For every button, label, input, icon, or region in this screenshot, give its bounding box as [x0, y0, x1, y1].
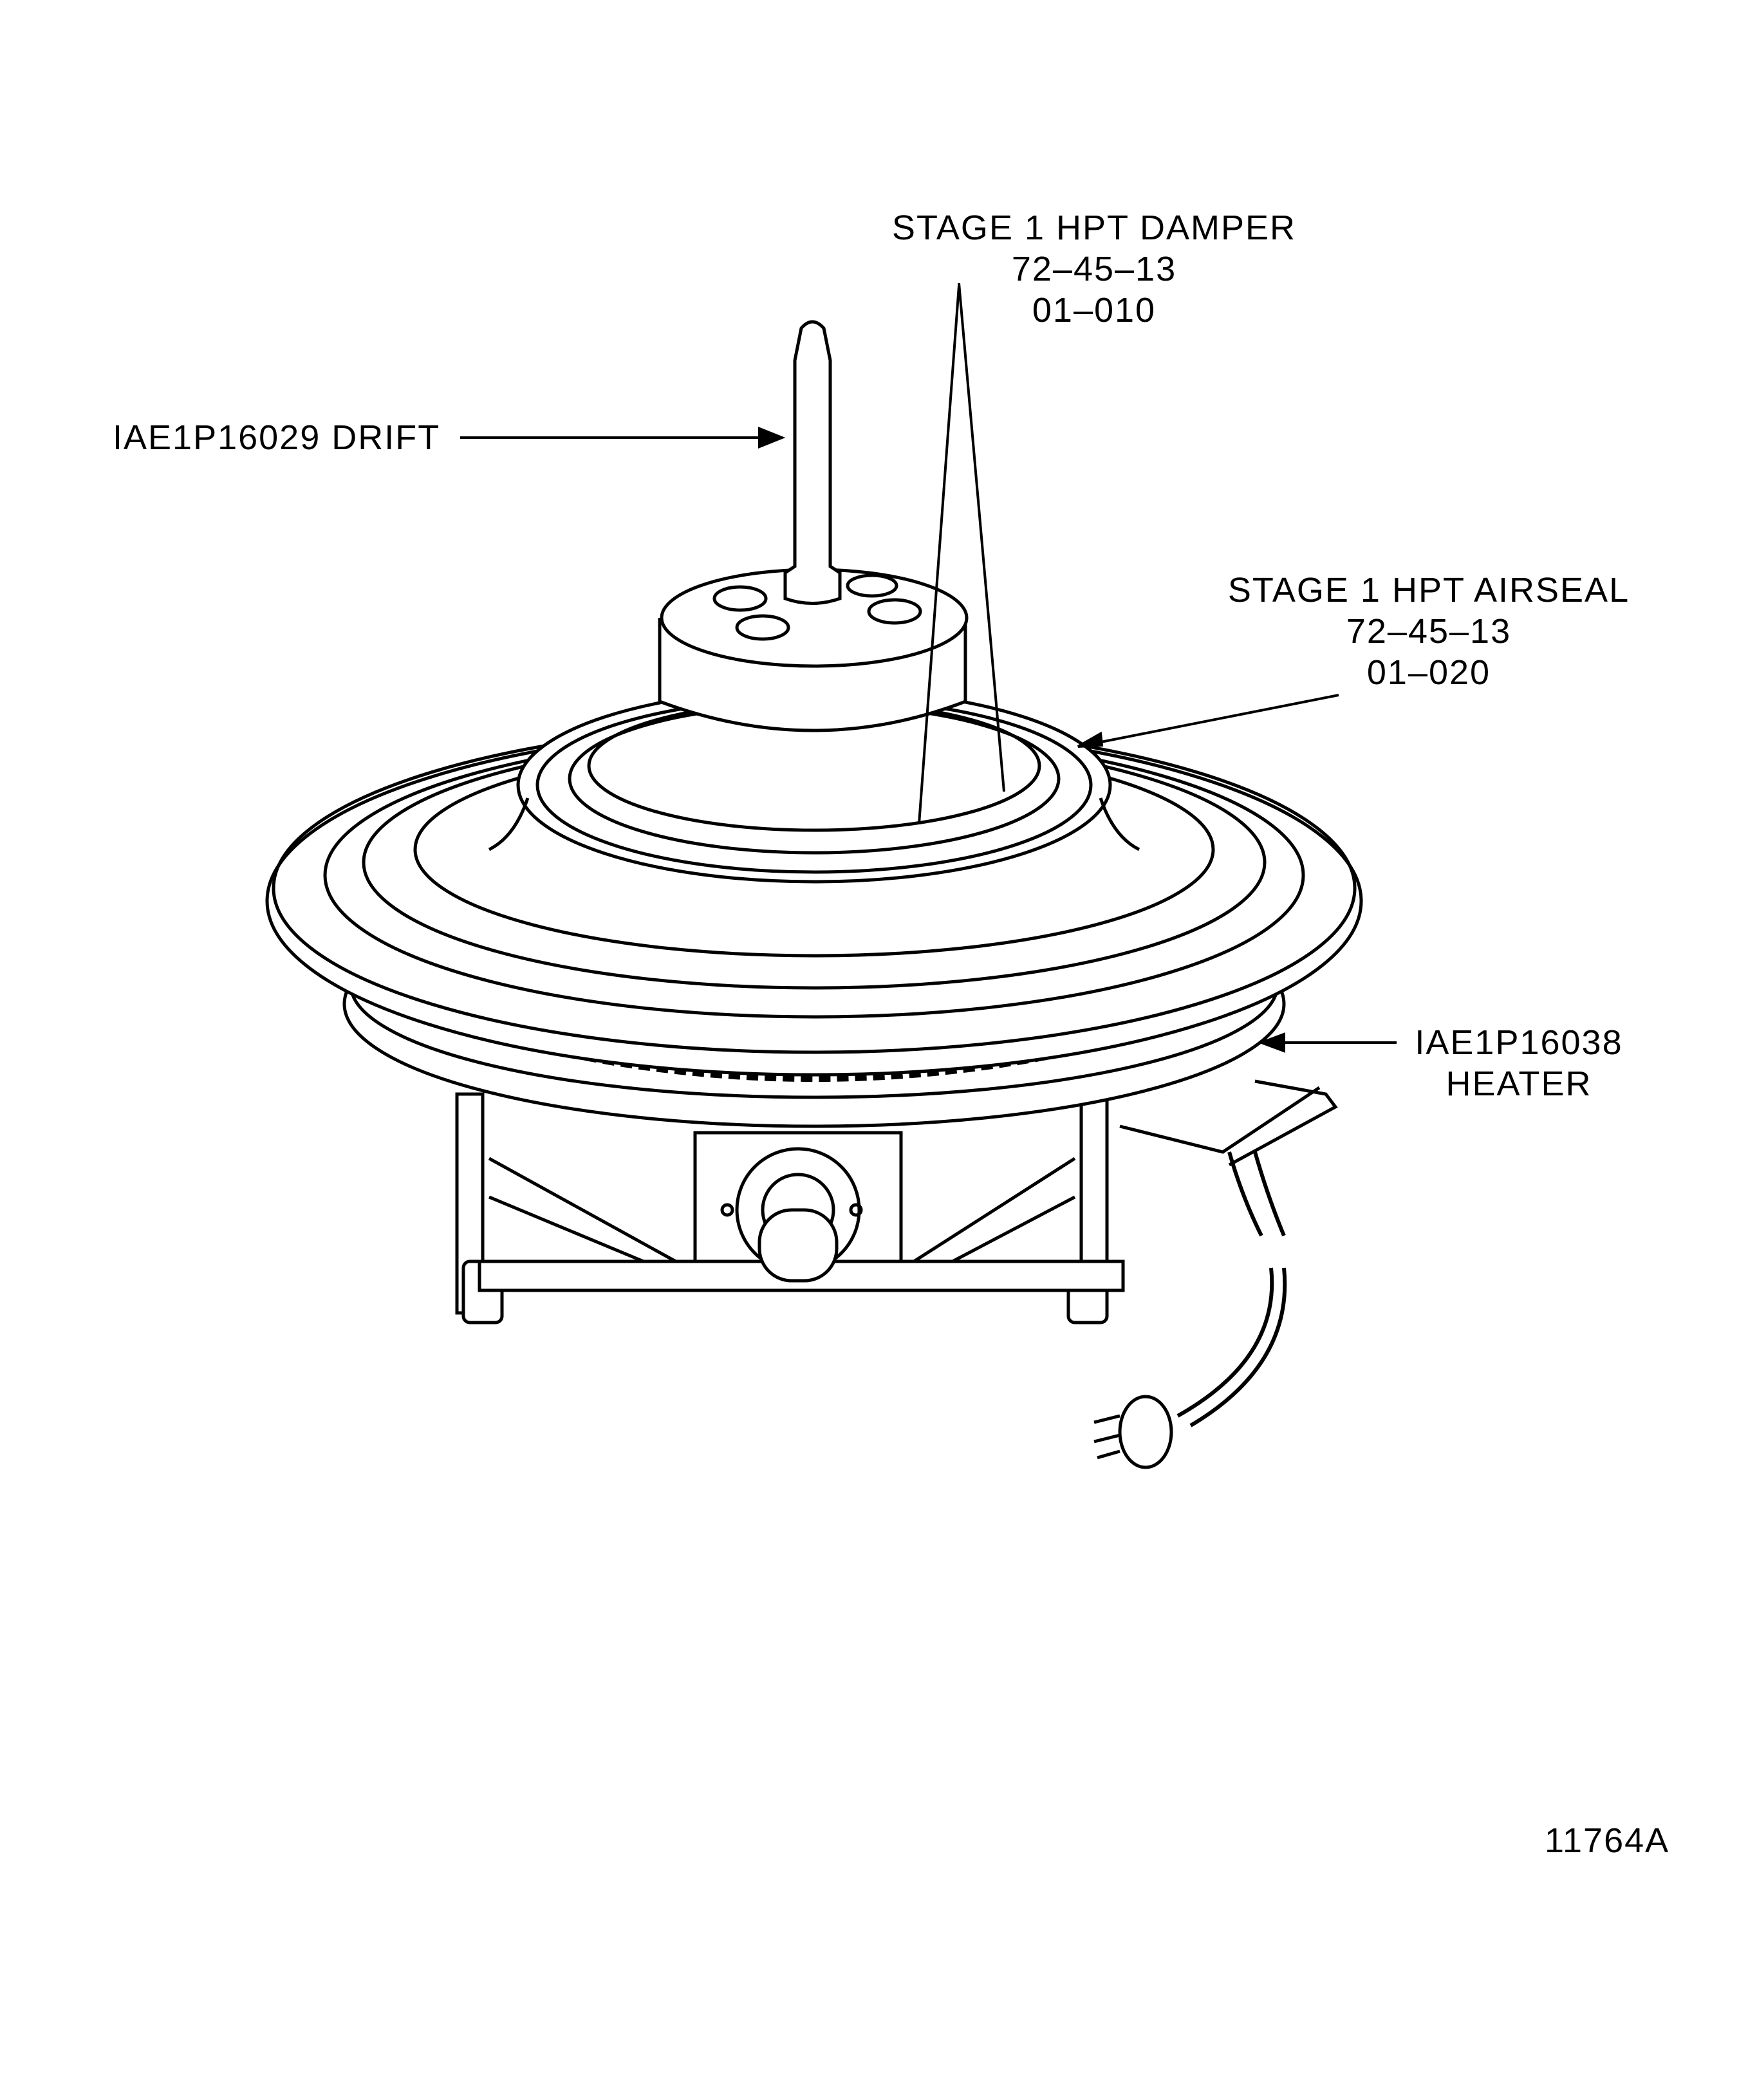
heater-name: HEATER [1446, 1064, 1592, 1103]
base-frame [455, 1092, 1125, 1324]
heater-part: IAE1P16038 [1415, 1023, 1623, 1062]
figure-number: 11764A [1545, 1821, 1670, 1860]
heater-handle-and-cable [1093, 1079, 1338, 1469]
turbine-disk [265, 687, 1363, 1077]
damper-leader-line [918, 285, 960, 824]
drift-fixture [658, 568, 969, 732]
drift-rod [783, 320, 842, 605]
airseal-name: STAGE 1 HPT AIRSEAL [1227, 571, 1630, 609]
damper-name: STAGE 1 HPT DAMPER [891, 209, 1297, 247]
damper-leader [958, 283, 1005, 792]
airseal-item: 01–020 [1366, 653, 1491, 692]
heater-label: IAE1P16038 HEATER [1403, 1022, 1635, 1104]
damper-label: STAGE 1 HPT DAMPER 72–45–13 01–010 [882, 207, 1306, 331]
airseal-ref: 72–45–13 [1346, 612, 1512, 651]
damper-ref: 72–45–13 [1011, 250, 1177, 288]
drift-label: IAE1P16029 DRIFT [113, 418, 441, 457]
damper-item: 01–010 [1032, 291, 1157, 330]
leader-lines [460, 283, 1397, 1053]
airseal-label: STAGE 1 HPT AIRSEAL 72–45–13 01–020 [1210, 570, 1648, 693]
airseal-leader [1077, 694, 1339, 748]
